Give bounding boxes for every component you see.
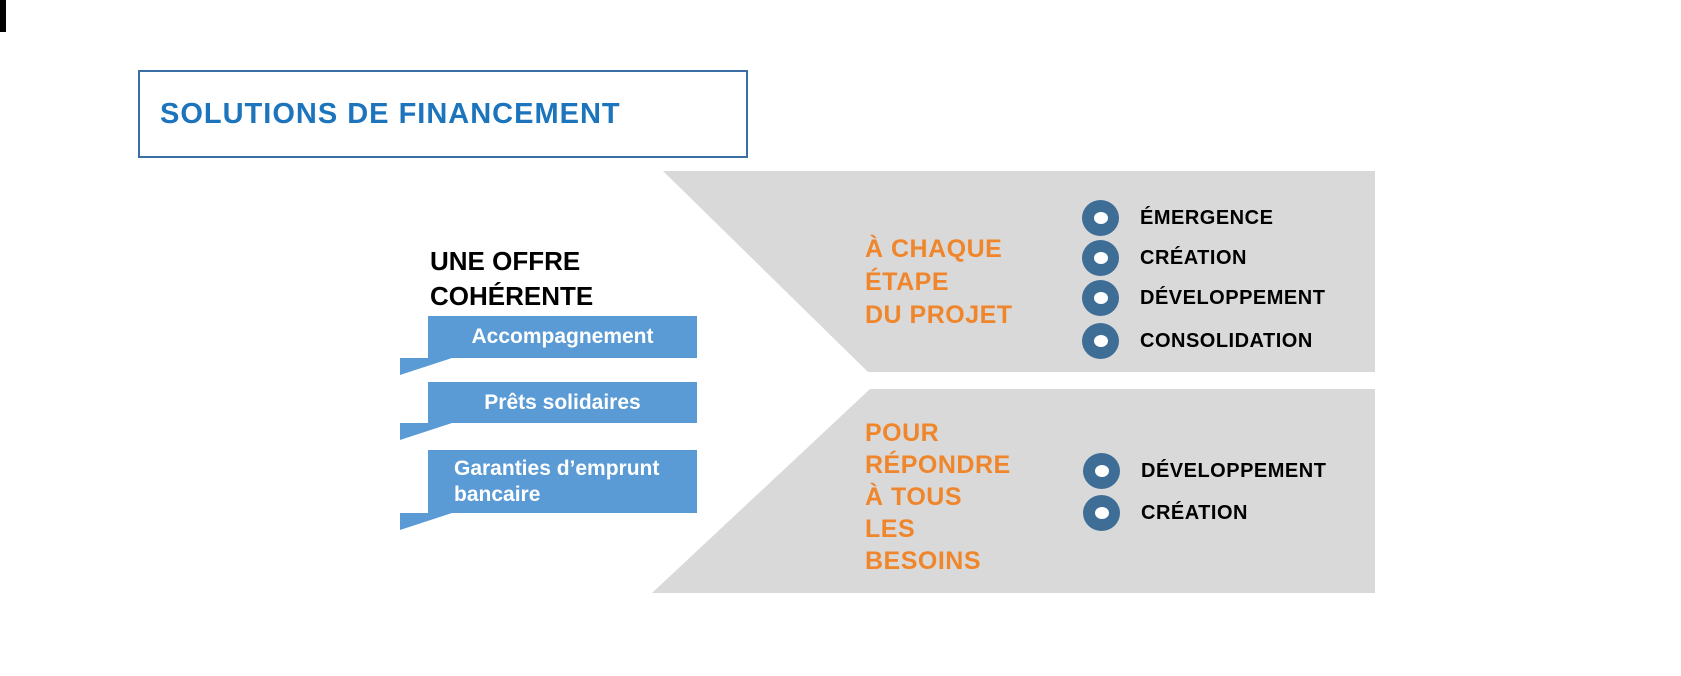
donut-hole [1093, 212, 1108, 224]
bullet-label: ÉMERGENCE [1140, 206, 1274, 229]
bullet-donut-icon [1082, 240, 1119, 276]
bullet-donut-icon [1083, 495, 1120, 531]
offer-heading-line-2: COHÉRENTE [430, 281, 594, 311]
corner-mark [0, 0, 6, 32]
band-heading-line: DU PROJET [865, 301, 1013, 329]
donut-hole [1094, 465, 1109, 477]
bullet-item: DÉVELOPPEMENT [1082, 279, 1325, 317]
banner-label-line-1: Garanties d’emprunt [454, 457, 660, 480]
bullet-donut-icon [1082, 323, 1119, 359]
donut-hole [1093, 292, 1108, 304]
band-heading-line: À CHAQUE [865, 235, 1003, 263]
band-chaque-etape: À CHAQUE ÉTAPE DU PROJET ÉMERGENCE CRÉAT… [663, 171, 1375, 372]
bullet-label: CRÉATION [1141, 501, 1248, 524]
donut-hole [1093, 252, 1108, 264]
title-box: SOLUTIONS DE FINANCEMENT [138, 70, 748, 158]
band-tous-les-besoins: POUR RÉPONDRE À TOUS LES BESOINS DÉVELOP… [652, 389, 1375, 593]
bullet-item: CONSOLIDATION [1082, 322, 1313, 360]
banner-prets-solidaires: Prêts solidaires [428, 382, 697, 423]
banner-label: Prêts solidaires [484, 391, 641, 414]
band-heading-line: POUR [865, 419, 940, 447]
band-heading-line: RÉPONDRE [865, 451, 1011, 479]
donut-hole [1093, 335, 1108, 347]
bullet-label: CRÉATION [1140, 246, 1247, 269]
bullet-label: DÉVELOPPEMENT [1140, 286, 1326, 309]
bullet-item: CRÉATION [1082, 239, 1247, 277]
band-heading-line: BESOINS [865, 547, 982, 575]
bullet-donut-icon [1082, 280, 1119, 316]
band-heading: À CHAQUE ÉTAPE DU PROJET [865, 233, 1013, 332]
banner-label: Accompagnement [471, 325, 654, 348]
bullet-label: CONSOLIDATION [1140, 329, 1313, 352]
offer-heading: UNE OFFRE COHÉRENTE [430, 244, 593, 314]
banner-garanties-emprunt: Garanties d’emprunt bancaire [428, 450, 697, 513]
banner-label-line-2: bancaire [454, 483, 541, 506]
bullet-item: CRÉATION [1083, 494, 1248, 532]
banner-tail-icon [400, 423, 452, 440]
band-heading-line: LES [865, 515, 916, 543]
band-heading: POUR RÉPONDRE À TOUS LES BESOINS [865, 417, 1011, 577]
bullet-label: DÉVELOPPEMENT [1141, 459, 1327, 482]
donut-hole [1094, 507, 1109, 519]
bullet-donut-icon [1082, 200, 1119, 236]
bullet-donut-icon [1083, 453, 1120, 489]
banner-tail-icon [400, 358, 452, 375]
banner-tail-icon [400, 513, 452, 530]
page-title: SOLUTIONS DE FINANCEMENT [160, 97, 621, 130]
offer-heading-line-1: UNE OFFRE [430, 246, 581, 276]
banner-accompagnement: Accompagnement [428, 316, 697, 358]
band-heading-line: À TOUS [865, 483, 962, 511]
band-heading-line: ÉTAPE [865, 268, 949, 296]
bullet-item: DÉVELOPPEMENT [1083, 452, 1326, 490]
bullet-item: ÉMERGENCE [1082, 199, 1273, 237]
